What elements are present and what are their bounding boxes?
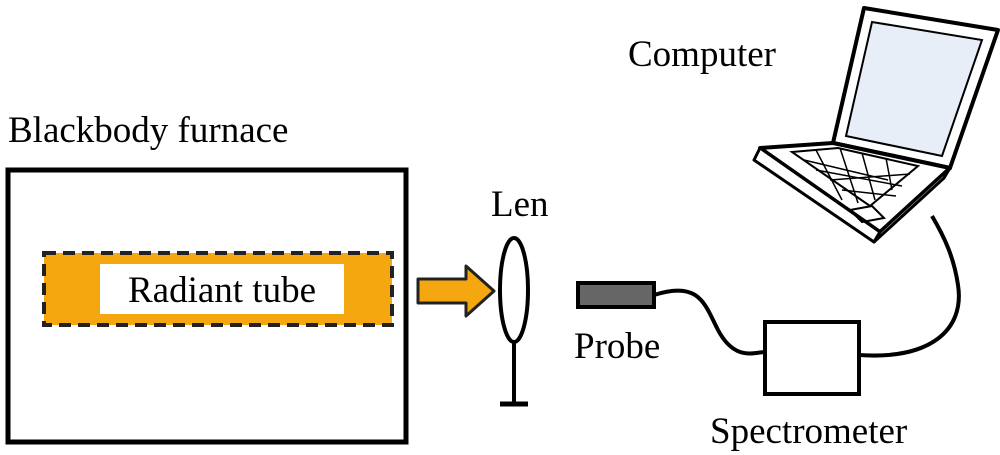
probe-icon — [576, 281, 656, 309]
radiant-tube-label: Radiant tube — [127, 270, 317, 311]
computer-cable — [858, 214, 961, 358]
radiant-tube-label-box — [100, 264, 344, 314]
probe-label: Probe — [574, 326, 661, 367]
probe-cable — [653, 288, 766, 356]
spectrometer-label: Spectrometer — [710, 411, 908, 452]
spectrometer-box — [763, 320, 861, 396]
radiation-arrow-icon — [416, 264, 496, 318]
lens-icon — [498, 236, 530, 407]
len-label: Len — [491, 184, 549, 225]
laptop-icon — [752, 6, 1000, 244]
computer-label: Computer — [628, 34, 776, 75]
blackbody-furnace-label: Blackbody furnace — [8, 110, 289, 151]
blackbody-furnace-box — [5, 167, 409, 445]
